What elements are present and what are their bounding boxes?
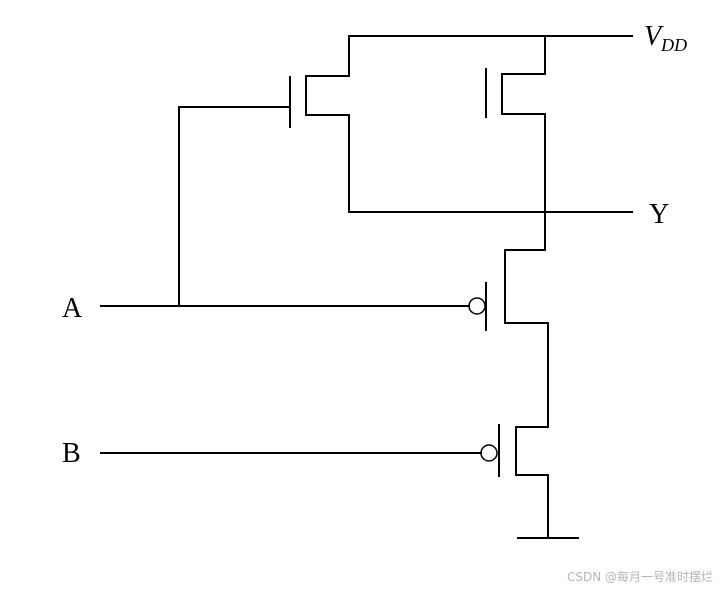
vdd-label: VDD xyxy=(644,21,687,55)
output-y-label: Y xyxy=(649,199,669,230)
transistor-middle xyxy=(468,249,549,428)
transistor-bottom xyxy=(480,424,549,539)
watermark-text: CSDN @每月一号准时摆烂 xyxy=(566,570,713,584)
input-b-label: B xyxy=(62,438,81,469)
input-a-wire xyxy=(100,106,470,307)
inversion-bubble-a xyxy=(468,297,486,315)
transistor-top-left xyxy=(178,35,350,213)
input-a-label: A xyxy=(62,293,83,324)
inversion-bubble-b xyxy=(480,444,498,462)
transistor-top-right xyxy=(485,35,546,251)
